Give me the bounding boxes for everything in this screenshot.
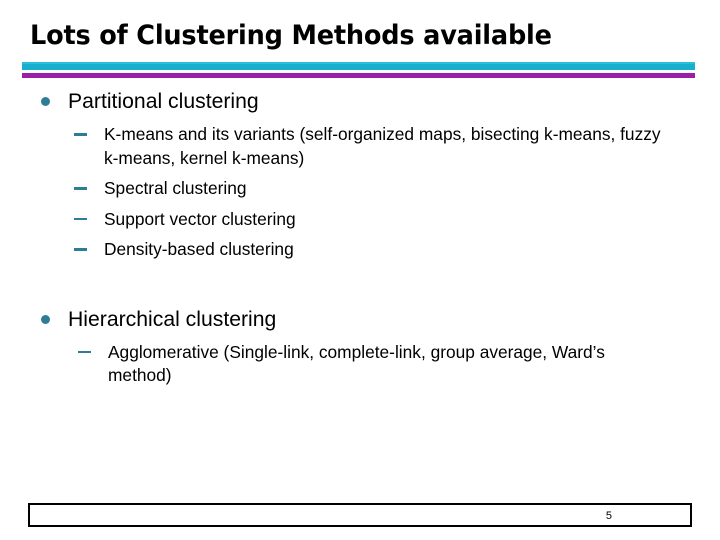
dash-bullet-icon — [74, 133, 87, 136]
disc-bullet-icon — [41, 314, 50, 324]
divider-bar-cyan — [22, 62, 695, 70]
sub-bullet-support-vector: Support vector clustering — [0, 208, 720, 232]
title-divider — [22, 62, 695, 78]
sub-bullet-label: Support vector clustering — [104, 208, 296, 229]
bullet-heading-label: Partitional clustering — [68, 89, 259, 113]
dash-bullet-icon — [74, 187, 87, 190]
bullet-heading-label: Hierarchical clustering — [68, 306, 277, 331]
page-title: Lots of Clustering Methods available — [30, 20, 552, 51]
divider-bar-purple — [22, 73, 695, 78]
dash-bullet-icon — [74, 217, 87, 220]
dash-bullet-icon — [74, 248, 87, 251]
sub-bullet-kmeans: K-means and its variants (self-organized… — [0, 123, 720, 170]
footer-box: 5 — [28, 503, 692, 527]
group-spacer — [0, 262, 720, 304]
bullet-group-heading-partitional: Partitional clustering — [0, 86, 720, 116]
sub-bullet-agglomerative: Agglomerative (Single-link, complete-lin… — [0, 341, 720, 388]
sub-bullet-label: Spectral clustering — [104, 178, 247, 198]
sub-bullet-label: K-means and its variants (self-organized… — [104, 124, 661, 168]
bullet-group-heading-hierarchical: Hierarchical clustering — [0, 304, 720, 334]
dash-bullet-icon — [78, 350, 91, 353]
sub-bullet-label: Density-based clustering — [104, 239, 294, 259]
page-number: 5 — [605, 510, 612, 522]
slide-body: Partitional clustering K-means and its v… — [0, 86, 720, 388]
sub-bullet-density-based: Density-based clustering — [0, 238, 720, 262]
sub-bullet-spectral: Spectral clustering — [0, 177, 720, 201]
sub-bullet-label: Agglomerative (Single-link, complete-lin… — [108, 341, 605, 386]
disc-bullet-icon — [41, 97, 50, 106]
